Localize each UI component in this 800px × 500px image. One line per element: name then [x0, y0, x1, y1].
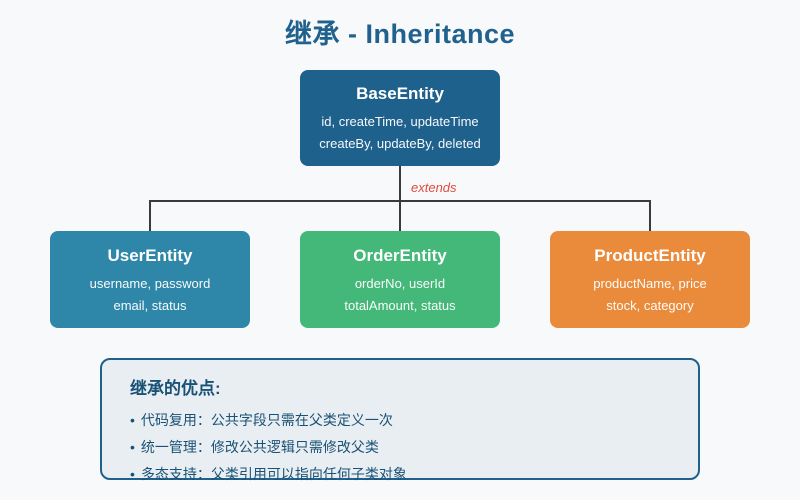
benefit-text: 代码复用：公共字段只需在父类定义一次	[140, 412, 393, 428]
benefits-panel: 继承的优点: • 代码复用：公共字段只需在父类定义一次 • 统一管理：修改公共逻辑只…	[100, 358, 700, 482]
bullet-icon: •	[130, 466, 135, 482]
entity-fields-user: username, password email, status	[50, 273, 250, 317]
entity-fields-line: createBy, updateBy, deleted	[319, 136, 481, 151]
entity-fields-line: totalAmount, status	[344, 298, 456, 313]
entity-fields-line: orderNo, userId	[354, 276, 446, 291]
connector-product-stub	[649, 201, 651, 231]
benefit-item: • 多态支持：父类引用可以指向任何子类对象	[130, 461, 670, 488]
entity-fields-line: id, createTime, updateTime	[321, 114, 479, 129]
entity-name-user: UserEntity	[107, 246, 193, 265]
connector-parent-stem	[399, 166, 401, 202]
extends-label: extends	[411, 180, 457, 195]
entity-fields-base: id, createTime, updateTime createBy, upd…	[300, 111, 500, 155]
entity-name-product: ProductEntity	[594, 246, 706, 265]
bullet-icon: •	[130, 412, 135, 428]
benefit-text: 多态支持：父类引用可以指向任何子类对象	[140, 466, 407, 482]
entity-fields-line: stock, category	[606, 298, 694, 313]
entity-name-order: OrderEntity	[353, 246, 447, 265]
entity-fields-order: orderNo, userId totalAmount, status	[300, 273, 500, 317]
benefit-item: • 统一管理：修改公共逻辑只需修改父类	[130, 434, 670, 461]
benefit-item: • 代码复用：公共字段只需在父类定义一次	[130, 407, 670, 434]
page-title: 继承 - Inheritance	[284, 19, 516, 49]
entity-fields-line: email, status	[113, 298, 187, 313]
entity-box-base: BaseEntity id, createTime, updateTime cr…	[300, 70, 500, 166]
connector-user-stub	[149, 201, 151, 231]
entity-name-base: BaseEntity	[356, 84, 444, 103]
entity-fields-line: username, password	[89, 276, 211, 291]
entity-fields-product: productName, price stock, category	[550, 273, 750, 317]
entity-box-product: ProductEntity productName, price stock, …	[550, 231, 750, 328]
connector-order-stub	[399, 201, 401, 231]
entity-fields-line: productName, price	[593, 276, 707, 291]
benefit-text: 统一管理：修改公共逻辑只需修改父类	[140, 439, 379, 455]
benefits-heading: 继承的优点:	[130, 379, 221, 398]
bullet-icon: •	[130, 439, 135, 455]
entity-box-user: UserEntity username, password email, sta…	[50, 231, 250, 328]
entity-box-order: OrderEntity orderNo, userId totalAmount,…	[300, 231, 500, 328]
